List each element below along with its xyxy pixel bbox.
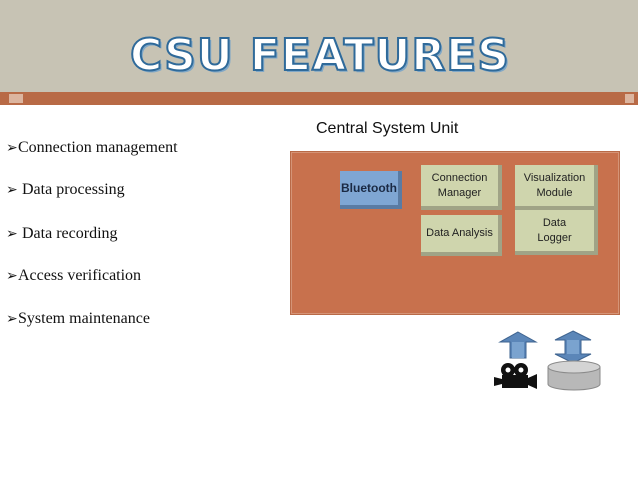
- csu-label: Central System Unit: [316, 120, 459, 137]
- arrow-bullet-icon: ➢: [6, 140, 18, 156]
- bluetooth-module: Bluetooth: [340, 171, 402, 209]
- slide-title: CSU FEATURES: [129, 29, 510, 82]
- double-arrow-icon: [554, 330, 592, 364]
- slide-header: [0, 0, 638, 92]
- arrow-bullet-icon: ➢: [6, 182, 18, 198]
- visualization-module: Visualization Module: [515, 165, 598, 210]
- data-analysis-module: Data Analysis: [421, 215, 502, 256]
- accent-tick-right: [625, 94, 634, 103]
- list-item: ➢Access verification: [6, 267, 142, 284]
- header-accent-bar: [0, 92, 638, 105]
- list-item: ➢Connection management: [6, 139, 178, 156]
- data-logger-module: Data Logger: [515, 210, 598, 255]
- arrow-bullet-icon: ➢: [6, 226, 18, 242]
- list-item: ➢ Data recording: [6, 225, 118, 242]
- database-icon: [547, 360, 601, 391]
- list-item: ➢ Data processing: [6, 181, 125, 198]
- arrow-bullet-icon: ➢: [6, 311, 18, 327]
- up-arrow-icon: [498, 331, 538, 359]
- list-item: ➢System maintenance: [6, 310, 150, 327]
- connection-manager-module: Connection Manager: [421, 165, 502, 210]
- arrow-bullet-icon: ➢: [6, 268, 18, 284]
- camera-icon: [494, 363, 537, 389]
- accent-tick-left: [9, 94, 23, 103]
